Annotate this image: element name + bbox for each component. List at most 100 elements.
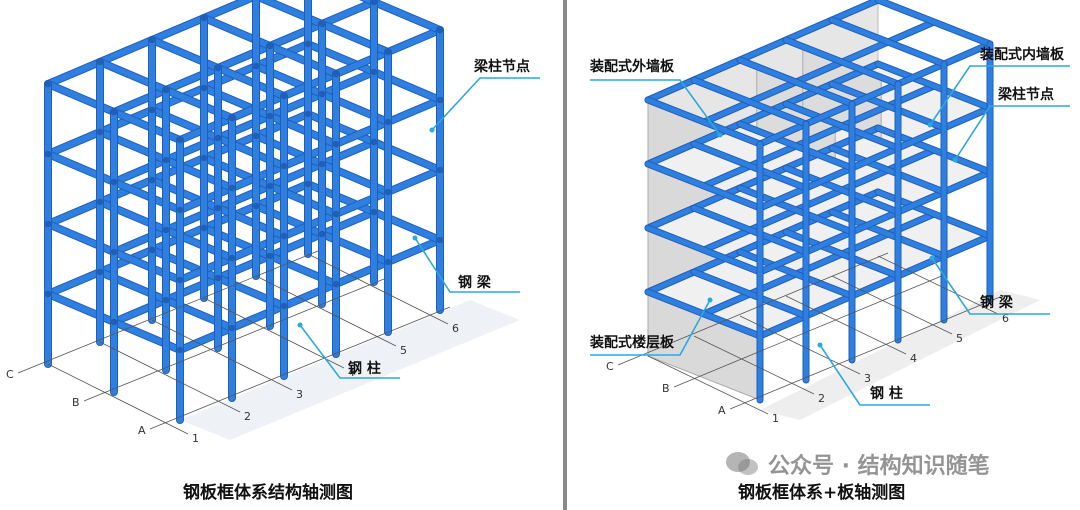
- beam-column-joint: [228, 254, 236, 262]
- beam-column-joint: [176, 136, 184, 144]
- steel-beam: [757, 105, 993, 211]
- axis-label: 3: [864, 372, 871, 385]
- steel-beam: [645, 0, 881, 103]
- beam-column-joint: [162, 226, 170, 234]
- steel-beam: [829, 81, 947, 131]
- axis-line: [203, 297, 345, 369]
- axis-line: [149, 306, 451, 430]
- beam-column-joint: [384, 258, 392, 266]
- beam-column-joint: [44, 220, 52, 228]
- beam-column-joint: [200, 14, 208, 22]
- label-outer-wall-panel: 装配式外墙板: [590, 59, 674, 75]
- steel-beam: [645, 61, 881, 167]
- beam-column-joint: [176, 206, 184, 214]
- axis-line: [83, 278, 385, 402]
- steel-beam: [829, 17, 947, 67]
- axis-line: [729, 296, 1001, 410]
- leader-joint-dot: [952, 157, 958, 163]
- steel-beam: [691, 77, 809, 127]
- leader-joint-dot: [429, 127, 435, 133]
- beam-column-joint: [148, 36, 156, 44]
- beam-column-joint: [266, 42, 274, 50]
- beam-column-joint: [214, 64, 222, 72]
- leader-column-dot: [297, 322, 303, 328]
- beam-column-joint: [370, 68, 378, 76]
- watermark: 公众号 · 结构知识随笔: [724, 448, 990, 480]
- axis-label: C: [606, 360, 614, 373]
- axis-label: 4: [910, 352, 917, 365]
- axis-label: A: [138, 424, 146, 437]
- beam-column-joint: [304, 110, 312, 118]
- beam-column-joint: [304, 40, 312, 48]
- beam-column-joint: [200, 224, 208, 232]
- beam-column-joint: [96, 198, 104, 206]
- axis-line: [47, 363, 189, 435]
- beam-column-joint: [384, 48, 392, 56]
- beam-column-joint: [110, 178, 118, 186]
- beam-column-joint: [332, 280, 340, 288]
- leader-column: [819, 344, 930, 406]
- beam-column-joint: [318, 160, 326, 168]
- leader-joint: [431, 77, 540, 131]
- watermark-text: 公众号 · 结构知识随笔: [768, 454, 990, 479]
- steel-beam: [645, 225, 763, 275]
- beam-column-joint: [252, 62, 260, 70]
- axis-line: [99, 341, 241, 413]
- beam-column-joint: [110, 318, 118, 326]
- beam-column-joint: [96, 128, 104, 136]
- label-steel-beam: 钢 梁: [458, 275, 491, 291]
- leader-floor-slab-dot: [707, 297, 713, 303]
- label-steel-column-right: 钢 柱: [870, 386, 903, 402]
- axis-line: [307, 253, 449, 325]
- label-inner-wall-panel: 装配式内墙板: [980, 47, 1064, 63]
- leader-outer-wall: [590, 79, 721, 136]
- beam-column-joint: [96, 58, 104, 66]
- beam-column-joint: [384, 188, 392, 196]
- leader-beam-dot: [412, 235, 418, 241]
- beam-column-joint: [332, 140, 340, 148]
- left-caption: 钢板框体系结构轴测图: [183, 483, 353, 503]
- steel-beam: [875, 61, 993, 111]
- beam-column-joint: [96, 268, 104, 276]
- steel-beam: [783, 37, 901, 87]
- beam-column-joint: [280, 302, 288, 310]
- axis-label: C: [6, 368, 14, 381]
- beam-column-joint: [252, 202, 260, 210]
- label-steel-column: 钢 柱: [348, 361, 381, 377]
- beam-column-joint: [280, 232, 288, 240]
- steel-beam: [783, 101, 901, 151]
- beam-column-joint: [44, 290, 52, 298]
- beam-column-joint: [384, 118, 392, 126]
- beam-column-joint: [436, 236, 444, 244]
- label-floor-slab: 装配式楼层板: [590, 335, 674, 351]
- steel-beam: [645, 289, 763, 339]
- beam-column-joint: [162, 156, 170, 164]
- beam-column-joint: [200, 154, 208, 162]
- beam-column-joint: [280, 162, 288, 170]
- label-beam-column-joint-right: 梁柱节点: [998, 87, 1054, 103]
- beam-column-joint: [332, 210, 340, 218]
- beam-column-joint: [436, 26, 444, 34]
- axis-line: [17, 250, 319, 374]
- beam-column-joint: [148, 106, 156, 114]
- beam-column-joint: [162, 86, 170, 94]
- axis-label: A: [718, 404, 726, 417]
- steel-beam: [757, 169, 993, 275]
- beam-column-joint: [148, 246, 156, 254]
- beam-column-joint: [318, 20, 326, 28]
- beam-column-joint: [318, 230, 326, 238]
- beam-column-joint: [228, 114, 236, 122]
- steel-beam: [737, 57, 855, 107]
- axis-label: 2: [818, 392, 825, 405]
- beam-column-joint: [148, 176, 156, 184]
- ground-shadow: [180, 300, 520, 440]
- beam-column-joint: [176, 276, 184, 284]
- axis-line: [255, 275, 397, 347]
- leader-joint: [954, 105, 1070, 161]
- axis-line: [739, 315, 861, 375]
- label-beam-column-joint: 梁柱节点: [474, 59, 530, 75]
